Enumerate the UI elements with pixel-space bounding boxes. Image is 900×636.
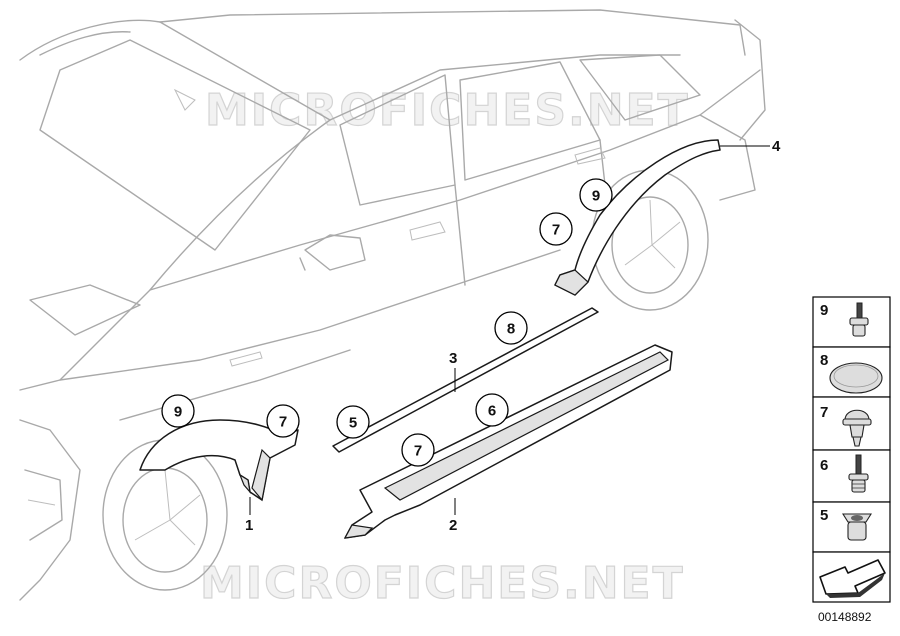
callout-9-front: 9 — [161, 394, 195, 428]
legend-number-9: 9 — [820, 302, 828, 319]
part-rear-wheel-arch — [554, 139, 721, 296]
leader-lines — [249, 145, 770, 515]
svg-text:7: 7 — [552, 222, 560, 239]
part-side-sill-panel — [343, 344, 673, 539]
legend-number-5: 5 — [820, 507, 828, 524]
callout-4: 4 — [772, 138, 781, 155]
screw-clip-icon — [848, 454, 869, 493]
expanding-clip-icon — [842, 409, 872, 447]
callout-7-sill: 7 — [401, 433, 435, 467]
svg-text:8: 8 — [507, 321, 515, 338]
svg-text:6: 6 — [488, 403, 496, 420]
watermark-top: MICROFICHES.NET — [205, 85, 690, 136]
callout-3: 3 — [449, 350, 457, 367]
svg-text:7: 7 — [414, 443, 422, 460]
svg-text:9: 9 — [174, 404, 182, 421]
legend-number-6: 6 — [820, 457, 828, 474]
callout-2: 2 — [449, 517, 457, 534]
svg-text:5: 5 — [349, 415, 357, 432]
callout-9-rear: 9 — [579, 178, 613, 212]
watermark-bottom: MICROFICHES.NET — [200, 558, 685, 609]
direction-arrow-icon — [819, 559, 886, 598]
grommet-nut-icon — [842, 513, 872, 541]
callout-7-rear-arch: 7 — [539, 212, 573, 246]
callout-7-front-arch: 7 — [266, 404, 300, 438]
svg-text:7: 7 — [279, 414, 287, 431]
callout-8: 8 — [494, 311, 528, 345]
legend-number-8: 8 — [820, 352, 828, 369]
fastener-legend: 9 8 7 6 5 — [812, 296, 891, 603]
svg-text:9: 9 — [592, 188, 600, 205]
screw-rivet-icon — [849, 302, 869, 337]
callout-6: 6 — [475, 393, 509, 427]
part-upper-sill-strip — [332, 307, 599, 453]
legend-number-7: 7 — [820, 404, 828, 421]
round-pad-icon — [829, 362, 883, 394]
callout-1: 1 — [245, 517, 253, 534]
callout-5: 5 — [336, 405, 370, 439]
reference-number: 00148892 — [818, 610, 872, 624]
